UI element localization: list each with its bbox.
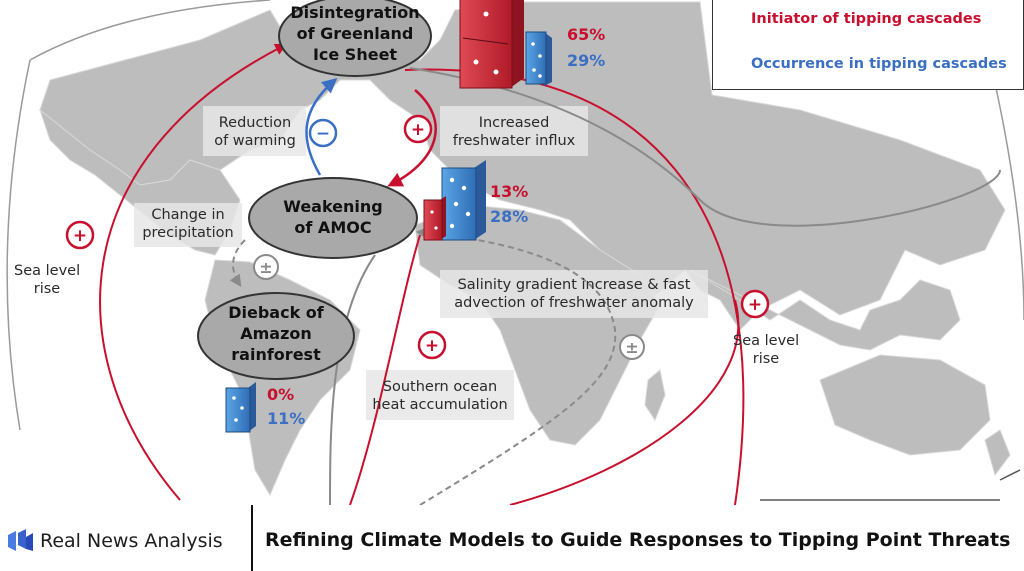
arrow-precipitation-dashed	[229, 239, 246, 287]
label-southern-line-2: heat accumulation	[372, 397, 508, 413]
amoc-initiator-percent: 13%	[490, 182, 529, 201]
label-reduction-of-warming: Reduction of warming	[207, 114, 303, 150]
domino-amoc-occurrence-icon	[441, 160, 486, 241]
label-southern-line-1: Southern ocean	[382, 379, 498, 395]
label-salinity-line-1: Salinity gradient increase & fast	[457, 277, 691, 293]
domino-amoc-initiator-icon	[423, 196, 446, 241]
domino-amazon-occurrence-icon	[225, 382, 256, 433]
label-backdrop-salinity	[440, 270, 708, 318]
label-salinity-gradient: Salinity gradient increase & fast advect…	[443, 276, 705, 312]
node-greenland	[278, 0, 432, 77]
node-amazon-label: Dieback of Amazon rainforest	[205, 302, 347, 365]
brand-logo-icon	[8, 529, 33, 551]
label-backdrop-freshwater	[440, 106, 588, 156]
sign-positive-freshwater: +	[403, 114, 433, 144]
svg-text:+: +	[411, 120, 425, 140]
arrow-sea-level-rise-right	[509, 299, 740, 505]
label-sea-level-right-line-2: rise	[752, 351, 780, 367]
sign-positive-sea-level-left: +	[65, 220, 95, 250]
legend-occurrence-label: Occurrence in tipping cascades	[751, 56, 1007, 72]
node-greenland-line-2: of Greenland	[296, 24, 414, 43]
label-increased-freshwater: Increased freshwater influx	[442, 114, 586, 150]
legend: Initiator of tipping cascades Occurrence…	[712, 0, 1024, 90]
svg-text:+: +	[425, 336, 439, 356]
label-sea-level-left-line-2: rise	[33, 281, 61, 297]
arrow-sea-level-rise-left	[99, 43, 288, 501]
asia-south-shape	[689, 269, 961, 351]
arrow-freshwater-influx	[387, 89, 437, 187]
amoc-occurrence-percent: 28%	[490, 207, 529, 226]
label-backdrop-precipitation	[134, 203, 242, 247]
label-sea-level-left-line-1: Sea level	[14, 263, 81, 279]
label-precipitation-line-1: Change in	[151, 207, 225, 223]
label-southern-ocean: Southern ocean heat accumulation	[366, 378, 514, 414]
svg-text:+: +	[748, 295, 762, 315]
svg-text:−: −	[316, 124, 330, 144]
label-change-in-precipitation: Change in precipitation	[136, 206, 240, 242]
svg-text:±: ±	[625, 338, 638, 357]
amazon-occurrence-percent: 11%	[267, 409, 306, 428]
sign-negative-reduction: −	[308, 118, 338, 148]
node-amazon-line-3: rainforest	[231, 345, 321, 364]
node-amazon-line-1: Dieback of	[228, 303, 324, 322]
label-salinity-line-2: advection of freshwater anomaly	[454, 295, 694, 311]
article-headline: Refining Climate Models to Guide Respons…	[265, 529, 1011, 551]
label-freshwater-line-2: freshwater influx	[452, 133, 576, 149]
domino-greenland-initiator-icon	[459, 0, 524, 89]
label-reduction-line-1: Reduction	[218, 115, 292, 131]
greenland-initiator-percent: 65%	[567, 25, 606, 44]
domino-greenland-occurrence-icon	[525, 31, 552, 86]
node-amoc-line-1: Weakening	[283, 197, 383, 216]
world-map-diagram: + − + ± + ± +	[6, 0, 1024, 505]
sign-plus-minus-salinity: ±	[619, 334, 645, 360]
antarctica-edge	[760, 469, 1021, 501]
madagascar-shape	[644, 369, 666, 422]
node-greenland-line-1: Disintegration	[290, 3, 420, 22]
label-precipitation-line-2: precipitation	[142, 225, 234, 241]
node-greenland-label: Disintegration of Greenland Ice Sheet	[281, 2, 429, 65]
node-amoc-line-2: of AMOC	[294, 218, 372, 237]
sign-positive-southern-ocean: +	[417, 330, 447, 360]
label-reduction-line-2: of warming	[214, 133, 296, 149]
legend-initiator-label: Initiator of tipping cascades	[751, 11, 982, 27]
arrow-greenland-loop-gray	[409, 67, 1001, 227]
sign-plus-minus-precipitation: ±	[253, 254, 279, 280]
svg-text:+: +	[73, 226, 87, 246]
node-amazon	[197, 292, 355, 380]
label-sea-level-rise-left: Sea level rise	[14, 262, 80, 298]
node-amazon-line-2: Amazon	[240, 324, 312, 343]
node-amoc-label: Weakening of AMOC	[258, 196, 408, 238]
sign-positive-sea-level-right: +	[740, 289, 770, 319]
node-greenland-line-3: Ice Sheet	[312, 45, 398, 64]
arrow-southern-ocean-red	[349, 234, 421, 505]
australia-shape	[819, 354, 991, 456]
arrow-amoc-to-south-gray	[329, 254, 376, 505]
new-zealand-shape	[984, 429, 1011, 477]
label-freshwater-line-1: Increased	[478, 115, 550, 131]
arrow-reduction-of-warming	[305, 78, 338, 176]
globe-outline	[6, 0, 271, 431]
label-sea-level-right-line-1: Sea level	[733, 333, 800, 349]
svg-text:±: ±	[259, 258, 272, 277]
node-amoc	[248, 177, 418, 259]
label-backdrop-reduction	[203, 106, 306, 156]
footer-banner: Real News Analysis Refining Climate Mode…	[0, 505, 1024, 571]
label-backdrop-southern	[366, 370, 514, 420]
brand-name: Real News Analysis	[40, 530, 223, 552]
amazon-initiator-percent: 0%	[267, 385, 295, 404]
greenland-occurrence-percent: 29%	[567, 51, 606, 70]
label-sea-level-rise-right: Sea level rise	[733, 332, 799, 368]
footer-divider	[251, 505, 253, 571]
arrow-salinity-dashed	[415, 226, 617, 505]
